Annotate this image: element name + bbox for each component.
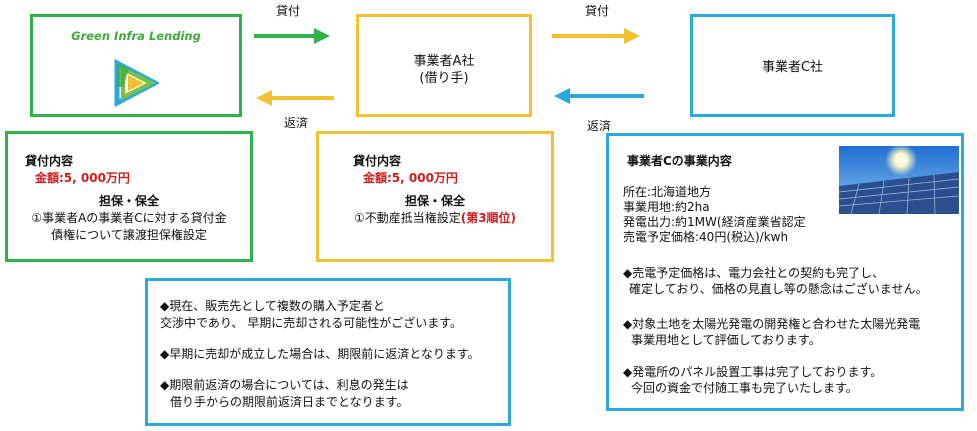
c-detail-bullet2-line2: 事業用地として評価しております。 <box>631 333 821 347</box>
c-detail-bullet2-line1: ◆対象土地を太陽光発電の開発権と合わせた太陽光発電 <box>623 317 921 331</box>
c-detail-price: 売電予定価格:40円(税込)/kwh <box>623 230 789 244</box>
loan-details-box-1: 貸付内容 金額:5, 000万円 担保・保全 ①事業者Aの事業者Cに対する貸付金… <box>5 131 253 262</box>
loan1-collateral-line1: ①事業者Aの事業者Cに対する貸付金 <box>31 211 227 225</box>
loan-label-right: 貸付 <box>585 4 610 18</box>
loan1-amount: 金額:5, 000万円 <box>35 171 130 185</box>
info-line-4: ◆期限前返済の場合については、利息の発生は <box>160 378 409 392</box>
loan-label-left: 貸付 <box>276 4 301 18</box>
c-detail-output: 発電出力:約1MW(経済産業省認定 <box>623 215 806 229</box>
arrow-right-yellow <box>552 28 640 44</box>
company-a-name: 事業者A社 <box>413 54 475 69</box>
info-line-1: ◆現在、販売先として複数の購入予定者と <box>160 299 385 313</box>
c-detail-land: 事業用地:約2ha <box>623 200 710 214</box>
info-line-5: 借り手からの期限前返済日までとなります。 <box>170 395 409 409</box>
repay-label-right: 返済 <box>587 119 612 133</box>
company-c-name: 事業者C社 <box>761 60 824 75</box>
loan-details-box-2: 貸付内容 金額:5, 000万円 担保・保全 ①不動産抵当権設定(第3順位) <box>316 131 554 262</box>
c-detail-heading: 事業者Cの事業内容 <box>627 154 732 168</box>
company-a-role: (借り手) <box>419 71 469 86</box>
loan2-collateral-heading: 担保・保全 <box>404 194 465 208</box>
arrow-right-green <box>254 28 330 44</box>
loan2-amount: 金額:5, 000万円 <box>363 171 458 185</box>
loan2-collateral-text: ①不動産抵当権設定 <box>353 211 461 225</box>
repayment-info-box: ◆現在、販売先として複数の購入予定者と 交渉中であり、 早期に売却される可能性が… <box>145 278 511 426</box>
c-detail-location: 所在:北海道地方 <box>623 185 712 199</box>
loan1-collateral-heading: 担保・保全 <box>98 194 159 208</box>
lender-logo-text: Green Infra Lending <box>71 29 201 43</box>
lender-logo-icon <box>114 59 159 107</box>
loan2-heading: 貸付内容 <box>353 154 402 168</box>
c-detail-bullet1-line2: 確定しており、価格の見直し等の懸念はございません。 <box>629 282 928 296</box>
company-a-box: 事業者A社 (借り手) <box>356 14 532 117</box>
c-detail-bullet3-line2: 今回の資金で付随工事も完了いたします。 <box>631 381 858 395</box>
loan2-collateral-highlight: (第3順位) <box>460 211 517 225</box>
loan1-collateral-line2: 債権について譲渡担保権設定 <box>51 228 207 242</box>
repay-label-left: 返済 <box>284 116 309 130</box>
company-c-box: 事業者C社 <box>690 14 895 117</box>
arrow-left-yellow <box>256 90 334 106</box>
c-detail-bullet1-line1: ◆売電予定価格は、電力会社との契約も完了し、 <box>623 266 885 280</box>
loan2-collateral-line: ①不動産抵当権設定(第3順位) <box>319 211 551 226</box>
c-detail-bullet3-line1: ◆発電所のパネル設置工事は完了しております。 <box>623 365 883 379</box>
info-line-3: ◆早期に売却が成立した場合は、期限前に返済となります。 <box>160 347 480 361</box>
solar-panel-photo <box>839 146 959 214</box>
info-line-2: 交渉中であり、 早期に売却される可能性がございます。 <box>160 316 463 330</box>
company-c-detail-box: 事業者Cの事業内容 所在:北海道地方 事業用地:約2ha <box>606 133 964 411</box>
loan1-heading: 貸付内容 <box>25 154 74 168</box>
arrow-left-blue <box>554 88 644 104</box>
lender-box: Green Infra Lending <box>30 14 242 117</box>
